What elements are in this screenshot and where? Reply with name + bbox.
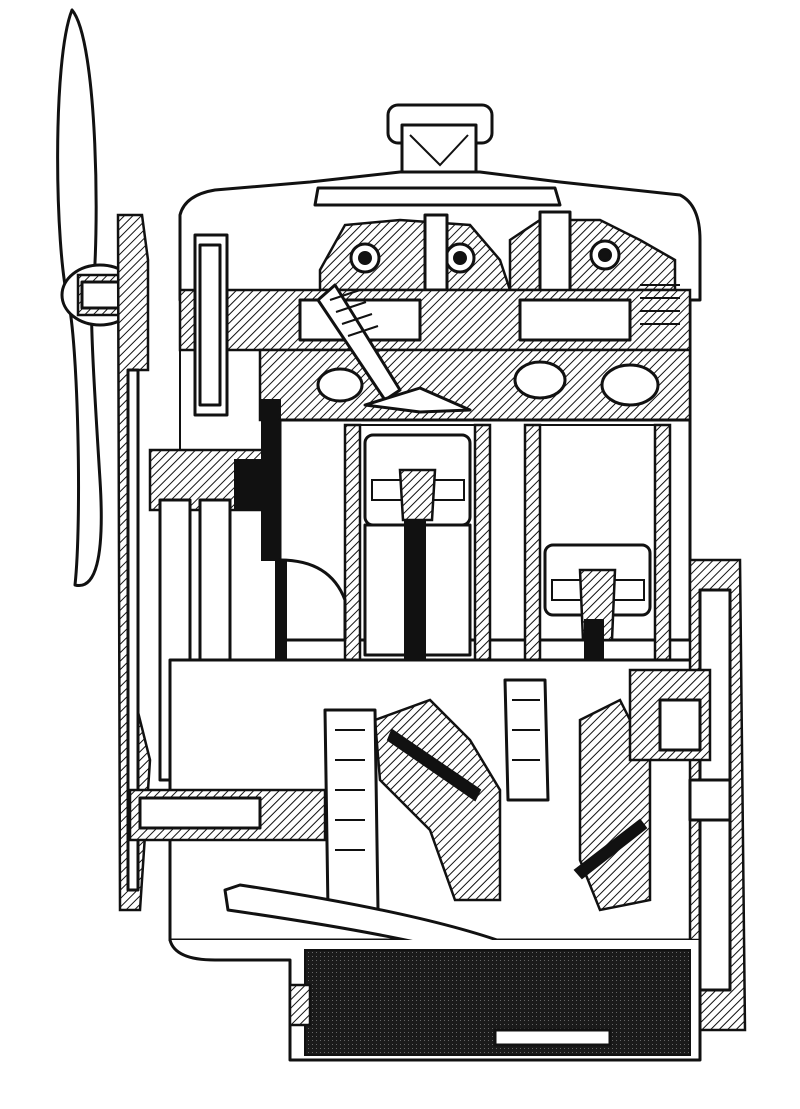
oil-sump bbox=[168, 938, 702, 1062]
crankcase bbox=[128, 658, 702, 942]
valve-assembly bbox=[316, 283, 680, 414]
cylinder-block bbox=[278, 418, 692, 667]
valve-gear bbox=[318, 210, 677, 294]
piston-left bbox=[363, 433, 472, 701]
cylinder-head bbox=[178, 288, 692, 422]
radiator-cap bbox=[386, 103, 494, 179]
rear-housing bbox=[628, 558, 747, 1032]
fan-pulley-column bbox=[116, 213, 152, 912]
